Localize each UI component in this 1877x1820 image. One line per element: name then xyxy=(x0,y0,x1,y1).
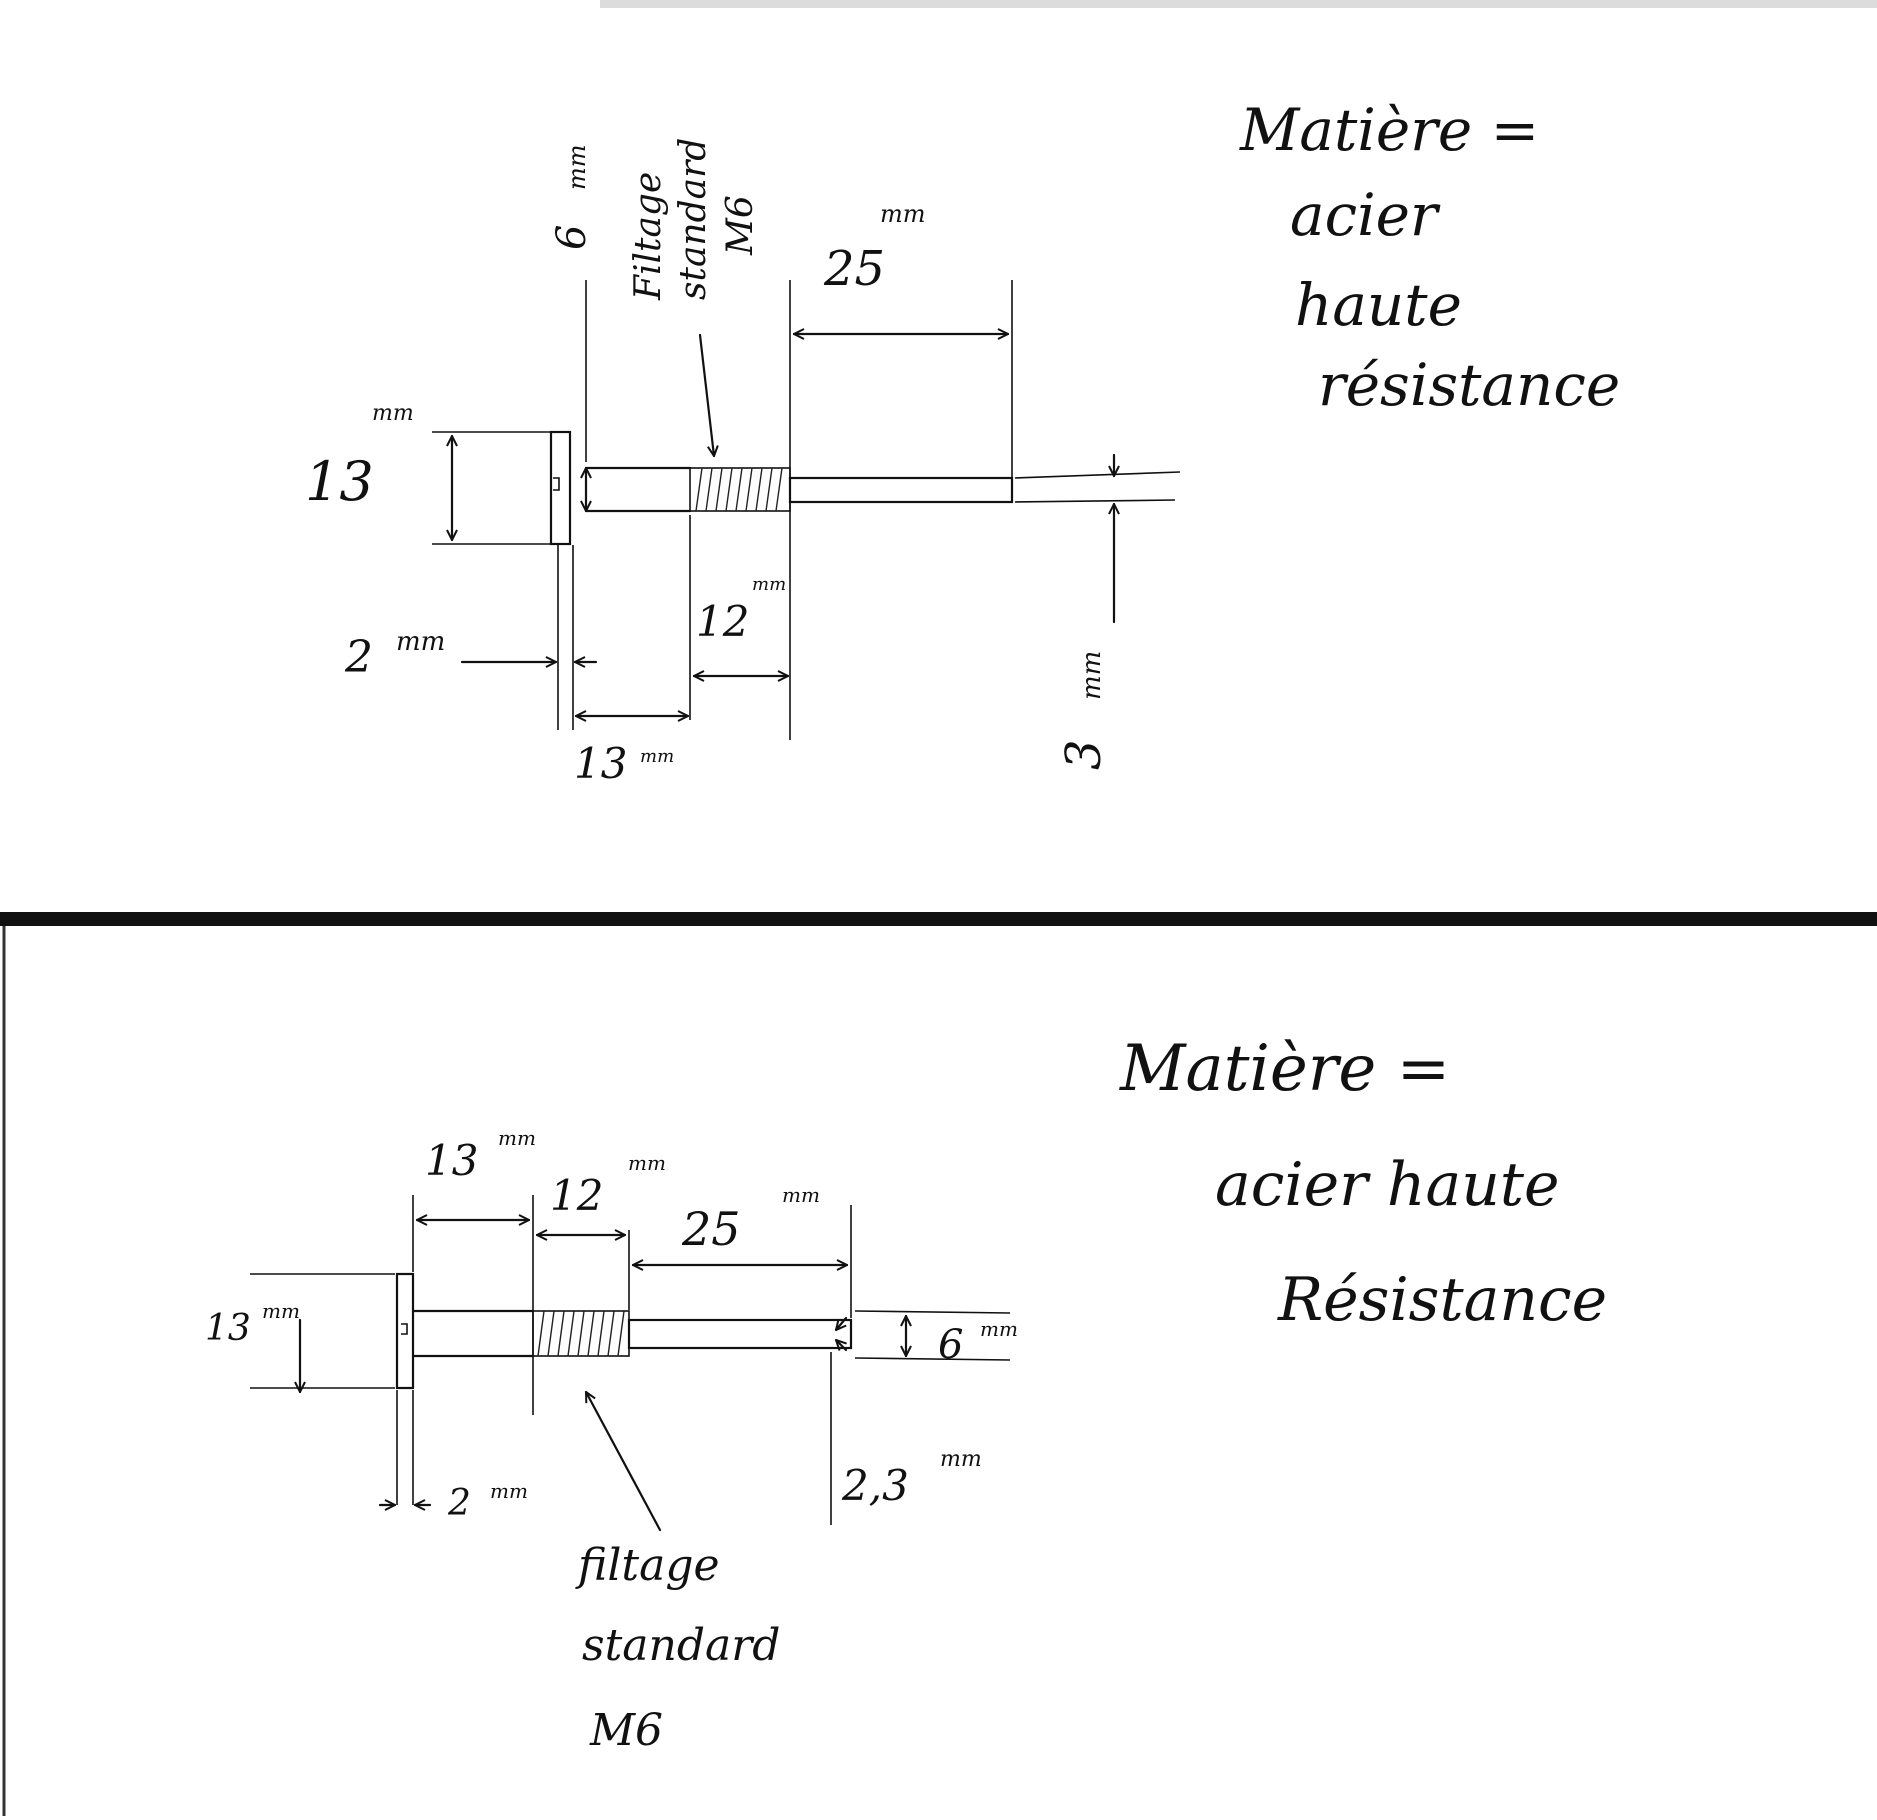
top-thread-note-line-3: M6 xyxy=(720,195,761,256)
top-label-tip-diameter-unit: mm xyxy=(1077,651,1107,700)
top-label-shank-diameter: 6 xyxy=(549,225,595,250)
top-label-tip-length-unit: mm xyxy=(880,200,926,228)
bottom-label-head-height-unit: mm xyxy=(262,1299,300,1323)
top-thread-leader xyxy=(698,333,714,456)
top-drawing: 13 mm 6 mm Filtage standard M6 25 mm 2 m… xyxy=(305,96,1620,788)
bottom-drawing: 13 mm 12 mm 25 mm 13 mm 6 mm 2 mm 2,3 mm… xyxy=(205,1032,1607,1756)
bottom-thread-leader xyxy=(584,1392,662,1532)
bottom-material-line-2: acier haute xyxy=(1215,1150,1560,1220)
bottom-head-mark xyxy=(401,1323,408,1335)
bottom-label-tip-diameter: 2,3 xyxy=(841,1461,909,1510)
bottom-tip-pin xyxy=(627,1318,853,1350)
top-thread-hatching xyxy=(695,467,783,512)
top-thread xyxy=(689,467,791,512)
scan-edge-top xyxy=(600,0,1877,8)
top-label-tip-length: 25 xyxy=(823,241,885,297)
top-thread-note-line-1: Filtage xyxy=(628,172,669,301)
bottom-thread-note-line-3: M6 xyxy=(589,1705,663,1756)
divider-band xyxy=(0,912,1877,926)
top-label-head-height-unit: mm xyxy=(372,401,414,426)
top-label-shank-diameter-unit: mm xyxy=(563,144,591,190)
bottom-ext-shank-top xyxy=(854,1310,1011,1314)
bottom-label-thread-length-unit: mm xyxy=(628,1151,666,1175)
top-material-line-4: résistance xyxy=(1318,351,1620,419)
top-label-tip-diameter: 3 xyxy=(1056,739,1112,770)
bottom-thread-note-line-2: standard xyxy=(582,1620,780,1671)
top-label-plain-length-unit: mm xyxy=(640,746,674,767)
top-label-head-height: 13 xyxy=(305,450,374,513)
top-label-thread-length-unit: mm xyxy=(752,574,786,595)
top-ext-tip-top xyxy=(1014,471,1181,479)
bottom-label-plain-length: 13 xyxy=(425,1136,478,1185)
top-head-mark xyxy=(553,477,560,491)
top-material-line-1: Matière = xyxy=(1239,96,1539,164)
bottom-label-head-height: 13 xyxy=(205,1308,251,1349)
bottom-thread-note-line-1: filtage xyxy=(575,1540,720,1591)
bottom-label-shank-diameter: 6 xyxy=(938,1322,963,1368)
bottom-label-shank-diameter-unit: mm xyxy=(980,1317,1018,1341)
bottom-label-tip-diameter-unit: mm xyxy=(940,1447,982,1472)
bottom-label-thread-length: 12 xyxy=(550,1171,603,1220)
bottom-dim-tip-diameter-arrow-bottom xyxy=(836,1340,848,1352)
top-material-line-2: acier xyxy=(1290,181,1441,249)
bottom-label-head-thickness-unit: mm xyxy=(490,1479,528,1503)
top-bolt-head xyxy=(549,430,572,546)
bottom-thread-hatching xyxy=(537,1310,625,1357)
bottom-material-line-3: Résistance xyxy=(1277,1265,1607,1335)
top-label-plain-length: 13 xyxy=(574,739,627,788)
top-label-thread-length: 12 xyxy=(696,597,749,646)
bottom-label-tip-length-unit: mm xyxy=(782,1183,820,1207)
top-material-line-3: haute xyxy=(1295,271,1462,339)
bottom-label-plain-length-unit: mm xyxy=(498,1126,536,1150)
top-label-head-thickness-unit: mm xyxy=(396,627,445,657)
top-tip-pin xyxy=(788,476,1014,504)
top-label-head-thickness: 2 xyxy=(344,632,373,683)
bottom-ext-shank-bottom xyxy=(854,1357,1011,1361)
top-thread-note-line-2: standard xyxy=(673,138,714,300)
bottom-dim-tip-diameter-arrow-top xyxy=(836,1316,848,1330)
bottom-label-tip-length: 25 xyxy=(681,1202,741,1256)
bottom-bolt-head xyxy=(395,1272,415,1390)
bottom-label-head-thickness: 2 xyxy=(447,1483,471,1524)
bottom-material-line-1: Matière = xyxy=(1119,1032,1450,1106)
top-ext-tip-bottom xyxy=(1014,499,1176,503)
